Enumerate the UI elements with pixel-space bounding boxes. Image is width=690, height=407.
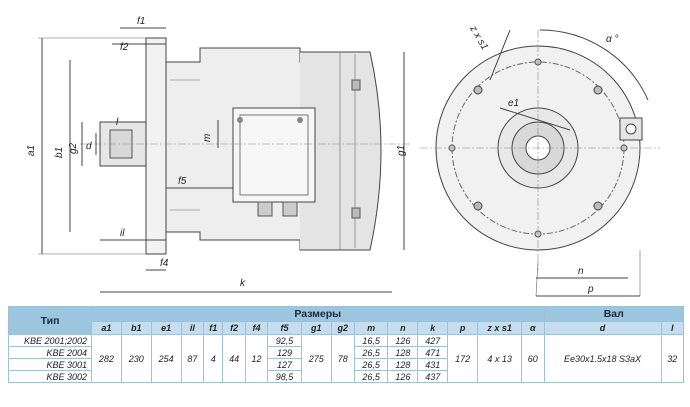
- label-b1: b1: [54, 147, 65, 158]
- label-n: n: [578, 266, 584, 277]
- label-f4: f4: [160, 258, 169, 269]
- col-f2: f2: [222, 321, 246, 335]
- col-p: p: [447, 321, 479, 335]
- label-g2: g2: [68, 142, 79, 154]
- label-d: d: [86, 141, 92, 152]
- label-e1: e1: [508, 98, 519, 109]
- col-a1: a1: [91, 321, 122, 335]
- cell-f1: 4: [203, 334, 224, 383]
- header-sizes: Размеры: [91, 306, 545, 322]
- label-m: m: [202, 134, 213, 142]
- side-view: f1 f2 a1 b1 g2 d l m f5 g1 il f4 k: [26, 16, 410, 293]
- spec-table: Тип Размеры Вал a1 b1 e1 il f1 f2 f4 f5 …: [8, 306, 684, 383]
- col-e1: e1: [150, 321, 182, 335]
- type-cell: KBE 2001;2002: [8, 334, 92, 347]
- cell-g1: 275: [300, 334, 332, 383]
- cell-f5: 98,5: [267, 370, 302, 383]
- cell-m: 26,5: [353, 346, 389, 359]
- cell-g2: 78: [330, 334, 355, 383]
- cell-d: Ee30x1.5x18 S3aX: [543, 334, 662, 383]
- label-g1: g1: [396, 145, 407, 156]
- col-b1: b1: [120, 321, 152, 335]
- col-k: k: [417, 321, 449, 335]
- cell-k: 471: [417, 346, 449, 359]
- cell-n: 128: [387, 358, 419, 371]
- col-n: n: [387, 321, 419, 335]
- label-zxs1: z x s1: [467, 23, 490, 52]
- cell-alpha: 60: [521, 334, 545, 383]
- col-d: d: [543, 321, 662, 335]
- label-p: p: [587, 284, 594, 295]
- cell-p: 172: [447, 334, 479, 383]
- label-f2: f2: [120, 42, 129, 53]
- label-k: k: [240, 278, 246, 289]
- label-alpha: α °: [606, 34, 618, 45]
- cell-n: 128: [387, 346, 419, 359]
- col-f5: f5: [267, 321, 302, 335]
- label-f1: f1: [137, 16, 145, 27]
- cell-m: 26,5: [353, 358, 389, 371]
- col-zxs1: z x s1: [477, 321, 523, 335]
- cell-k: 427: [417, 334, 449, 347]
- header-type: Тип: [8, 306, 92, 335]
- table-row: KBE 3002 98,5 26,5 126 437: [8, 370, 684, 383]
- col-m: m: [353, 321, 389, 335]
- col-g1: g1: [300, 321, 332, 335]
- cell-zxs1: 4 x 13: [477, 334, 523, 383]
- cell-b1: 230: [120, 334, 152, 383]
- type-cell: KBE 3001: [8, 358, 92, 371]
- col-f1: f1: [203, 321, 224, 335]
- type-cell: KBE 3002: [8, 370, 92, 383]
- header-shaft: Вал: [543, 306, 684, 322]
- col-f4: f4: [244, 321, 269, 335]
- cell-f5: 92,5: [267, 334, 302, 347]
- col-il: il: [180, 321, 205, 335]
- cell-m: 16,5: [353, 334, 389, 347]
- label-a1: a1: [26, 145, 37, 156]
- technical-drawing: f1 f2 a1 b1 g2 d l m f5 g1 il f4 k: [26, 16, 660, 297]
- label-f5: f5: [178, 176, 187, 187]
- cell-m: 26,5: [353, 370, 389, 383]
- type-cell: KBE 2004: [8, 346, 92, 359]
- cell-n: 126: [387, 370, 419, 383]
- cell-f2: 44: [222, 334, 246, 383]
- cell-f5: 129: [267, 346, 302, 359]
- label-l: l: [116, 117, 119, 128]
- cell-f5: 127: [267, 358, 302, 371]
- label-il: il: [120, 228, 125, 239]
- cell-k: 437: [417, 370, 449, 383]
- cell-e1: 254: [150, 334, 182, 383]
- cell-f4: 12: [244, 334, 269, 383]
- table-row: KBE 2001;2002 282 230 254 87 4 44 12 92,…: [8, 334, 684, 383]
- cell-k: 431: [417, 358, 449, 371]
- col-g2: g2: [330, 321, 355, 335]
- table-row: KBE 3001 127 26,5 128 431: [8, 358, 684, 371]
- front-view: z x s1 α ° e1 n p: [420, 23, 660, 297]
- cell-a1: 282: [91, 334, 122, 383]
- cell-il: 87: [180, 334, 205, 383]
- cell-l: 32: [660, 334, 684, 383]
- col-l: l: [660, 321, 684, 335]
- col-alpha: α: [521, 321, 545, 335]
- cell-n: 126: [387, 334, 419, 347]
